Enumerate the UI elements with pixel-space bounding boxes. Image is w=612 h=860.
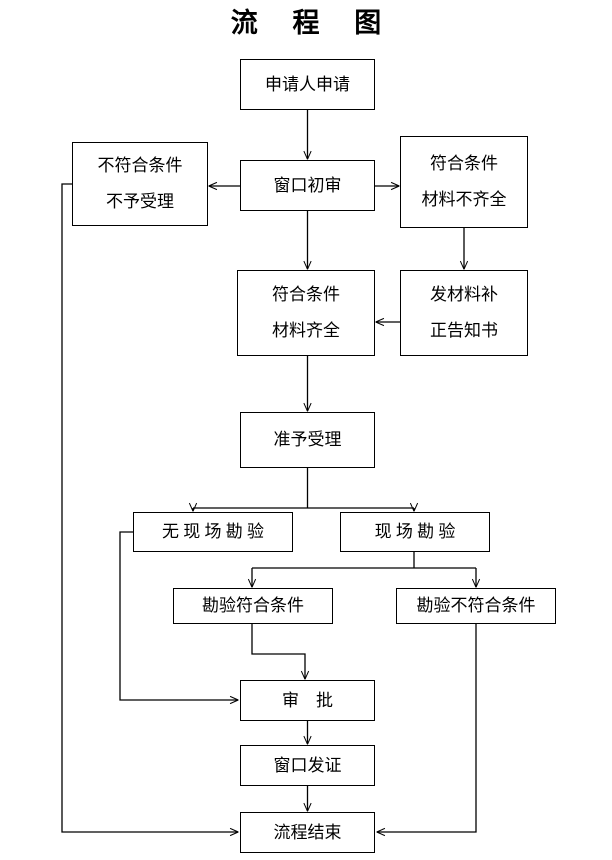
node-line: 材料齐全	[272, 321, 340, 340]
page-title: 流 程 图	[230, 8, 396, 38]
node-onsite-survey[interactable]: 现 场 勘 验	[340, 512, 490, 552]
node-no-onsite-survey[interactable]: 无 现 场 勘 验	[133, 512, 293, 552]
node-accept-approved[interactable]: 准予受理	[240, 412, 375, 468]
node-line: 正告知书	[430, 321, 498, 340]
node-survey-not-qualified[interactable]: 勘验不符合条件	[396, 588, 556, 624]
node-applicant-application[interactable]: 申请人申请	[240, 59, 375, 110]
node-line: 窗口发证	[273, 755, 342, 775]
node-line: 窗口初审	[273, 175, 342, 195]
node-issue-supplement-notice[interactable]: 发材料补 正告知书	[400, 270, 528, 356]
node-process-end[interactable]: 流程结束	[240, 812, 375, 853]
node-line: 不予受理	[106, 192, 174, 211]
node-not-qualified-not-accepted[interactable]: 不符合条件 不予受理	[72, 142, 208, 226]
node-line: 申请人申请	[265, 74, 350, 94]
node-line: 准予受理	[273, 430, 342, 450]
edge-survey-fail-to-end	[377, 624, 477, 832]
edge-survey-pass-to-approval	[251, 624, 305, 679]
node-line: 符合条件	[430, 154, 498, 174]
node-line: 符合条件	[272, 285, 340, 305]
node-line: 现 场 勘 验	[374, 522, 456, 542]
edge-reject-to-end	[61, 183, 238, 832]
node-survey-qualified[interactable]: 勘验符合条件	[173, 588, 333, 624]
node-line: 无 现 场 勘 验	[162, 522, 264, 542]
node-line: 发材料补	[430, 285, 498, 305]
node-line: 勘验不符合条件	[416, 596, 536, 616]
node-approval[interactable]: 审 批	[240, 680, 375, 721]
node-window-issue-certificate[interactable]: 窗口发证	[240, 745, 375, 786]
node-line: 材料不齐全	[421, 190, 507, 209]
node-line: 审 批	[282, 690, 333, 710]
node-qualified-materials-incomplete[interactable]: 符合条件 材料不齐全	[400, 136, 528, 228]
node-line: 勘验符合条件	[202, 596, 304, 616]
node-window-first-review[interactable]: 窗口初审	[240, 160, 375, 211]
node-line: 流程结束	[273, 822, 342, 842]
node-line: 不符合条件	[97, 156, 183, 176]
node-qualified-materials-complete[interactable]: 符合条件 材料齐全	[237, 270, 375, 356]
